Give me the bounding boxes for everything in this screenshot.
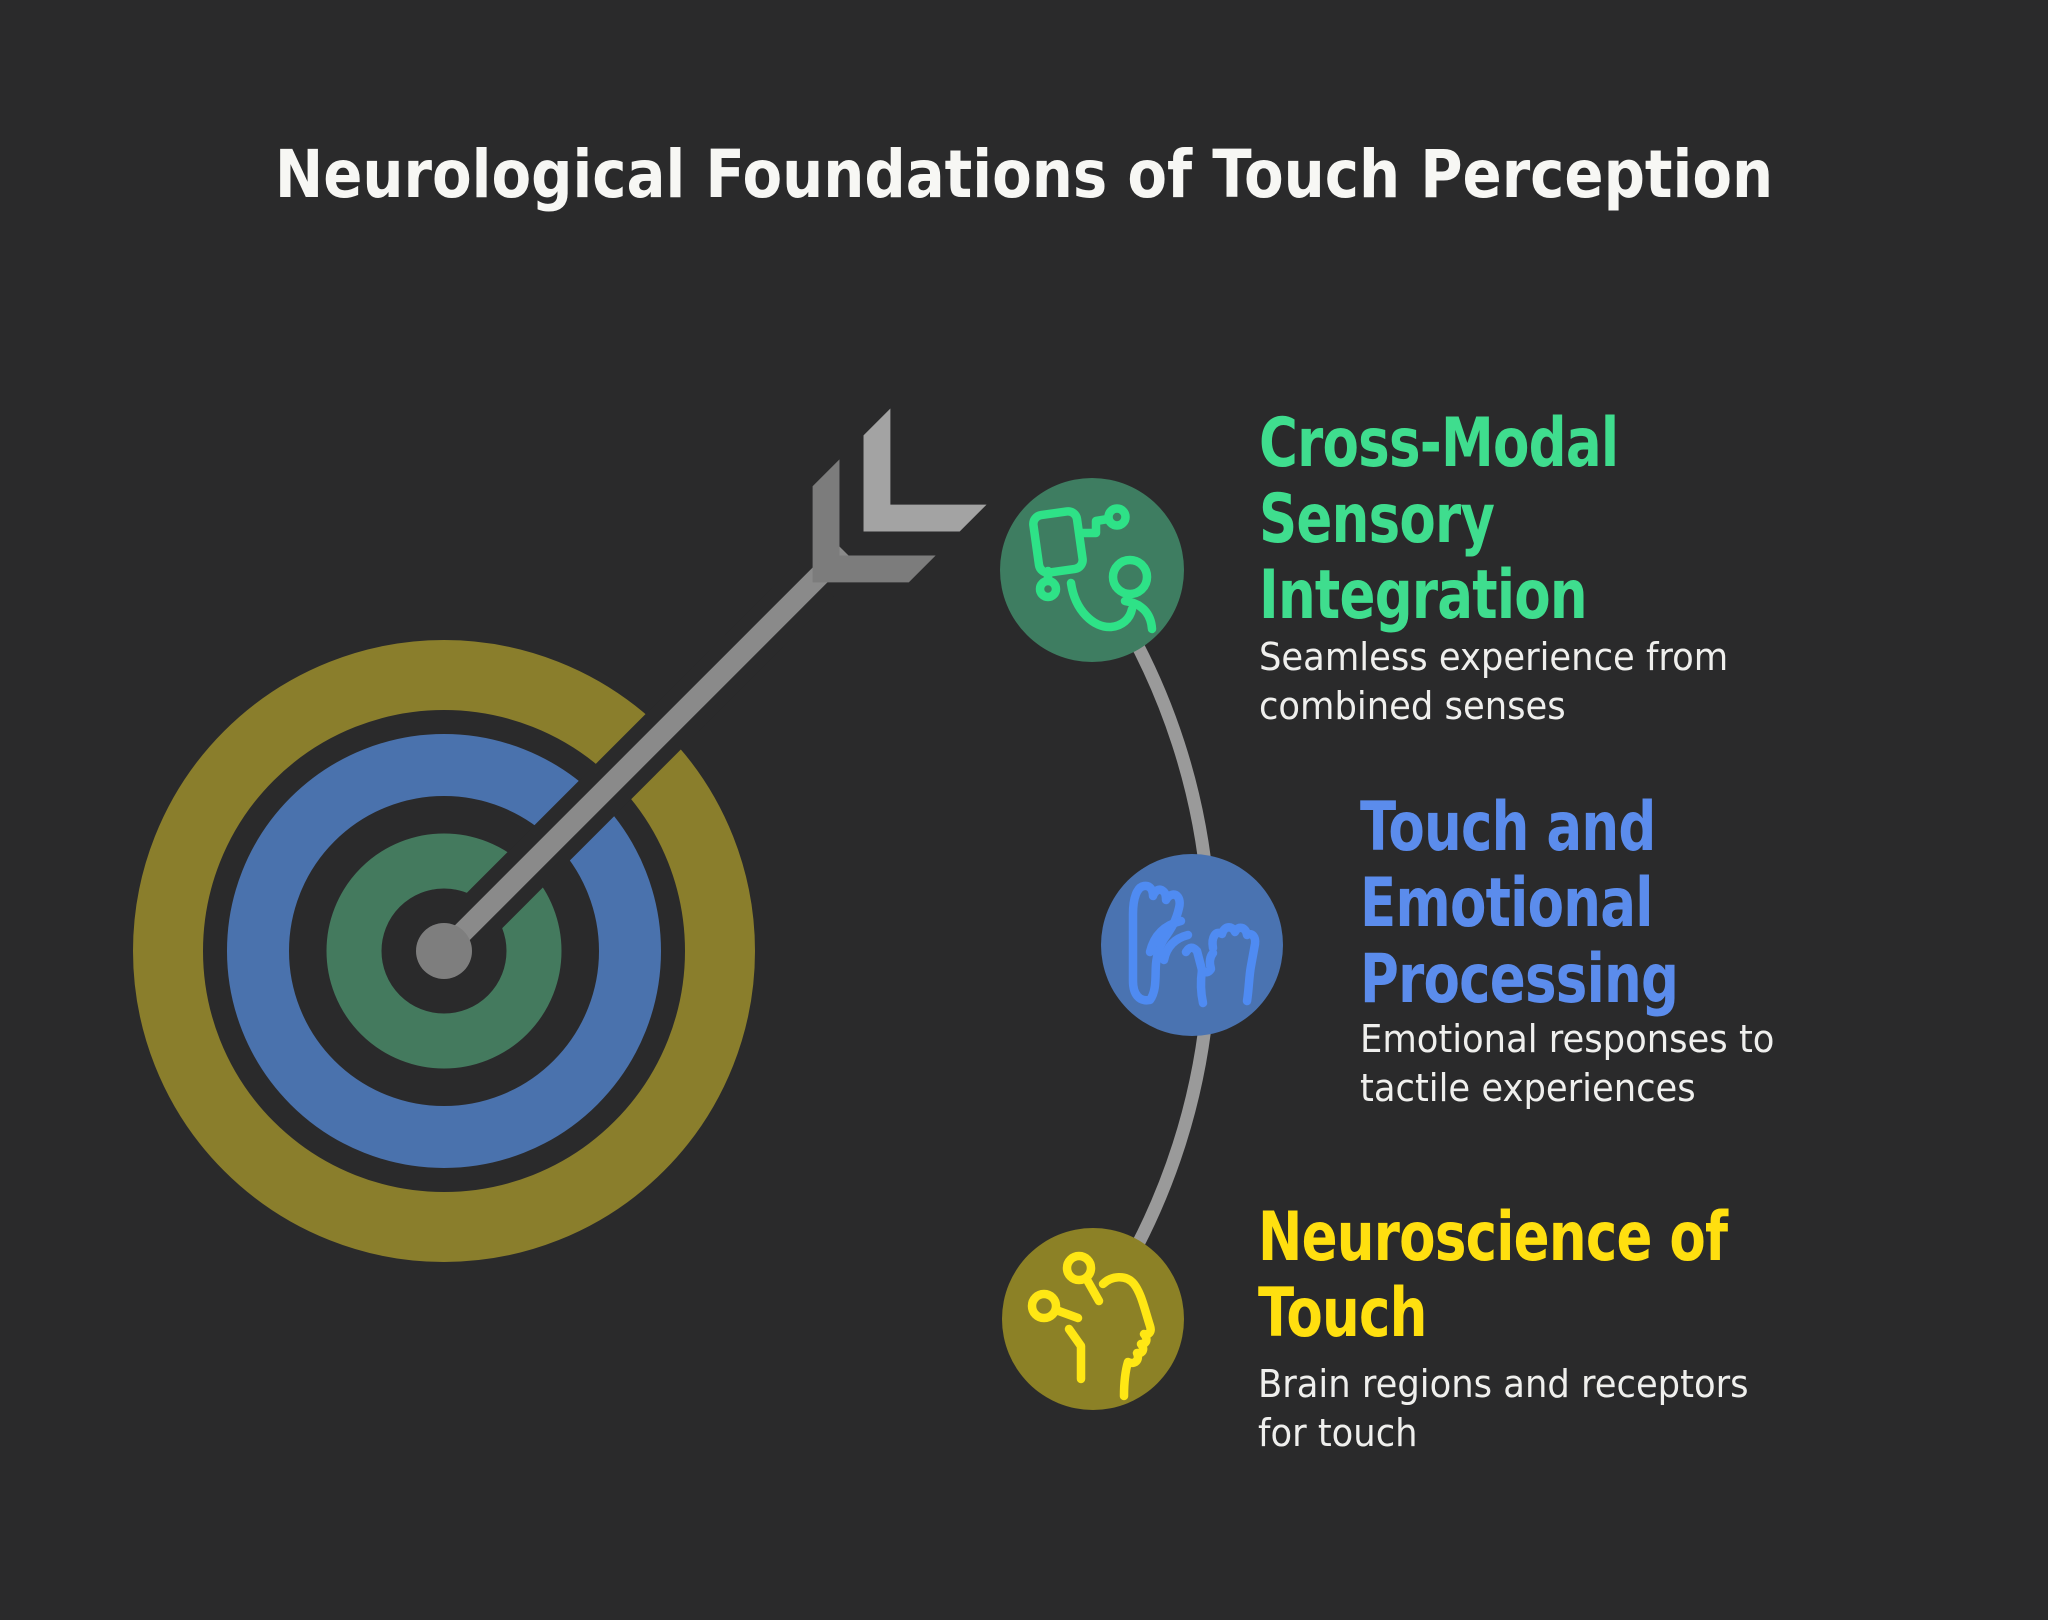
item-description-neuroscience: Brain regions and receptors for touch [1258, 1362, 1749, 1455]
hand-touch-waves-icon [1128, 881, 1260, 1008]
device-person-integration-icon [1029, 504, 1157, 634]
arrow-feather-back [863, 408, 987, 532]
item-description-touch-emotional: Emotional responses to tactile experienc… [1360, 1017, 1775, 1110]
arrow-fletching [812, 408, 987, 583]
item-heading-neuroscience: Neuroscience of Touch [1258, 1198, 1728, 1353]
arrow-shaft [436, 543, 852, 959]
item-badge-cross-modal [1000, 478, 1184, 662]
item-circle-cross-modal [1000, 478, 1184, 662]
target-center-dot [416, 923, 472, 979]
target-outer-ring [133, 640, 755, 1262]
item-badge-neuroscience [1002, 1228, 1184, 1410]
target-middle-ring [227, 734, 661, 1168]
item-heading-touch-emotional: Touch and Emotional Processing [1360, 788, 1679, 1019]
page-title: Neurological Foundations of Touch Percep… [274, 136, 1774, 213]
item-badge-touch-emotional [1101, 854, 1283, 1036]
arrow-feather-front [812, 459, 936, 583]
arrow [416, 408, 987, 979]
item-circle-neuroscience [1002, 1228, 1184, 1410]
head-neurons-icon [1027, 1251, 1155, 1401]
target-inner-ring [326, 833, 562, 1069]
item-description-cross-modal: Seamless experience from combined senses [1259, 635, 1729, 728]
item-heading-cross-modal: Cross-Modal Sensory Integration [1259, 404, 1619, 635]
